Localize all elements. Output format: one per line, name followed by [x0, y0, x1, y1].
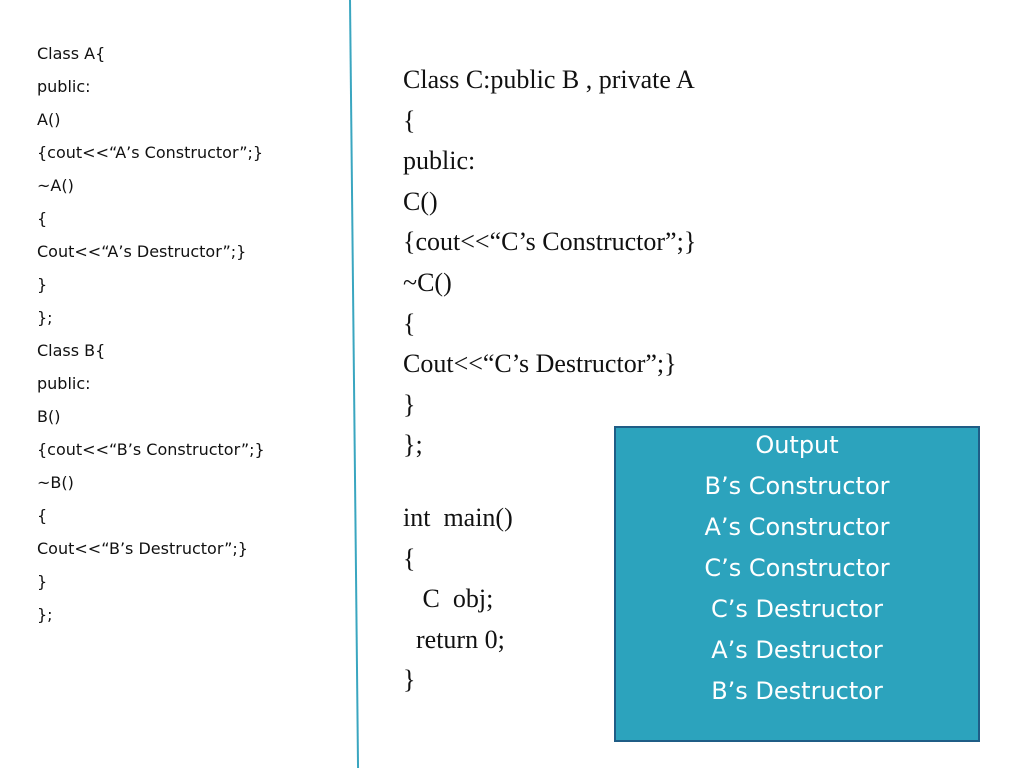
code-line: Cout<<“C’s Destructor”;}: [403, 349, 677, 379]
code-line: ~C(): [403, 267, 452, 297]
code-line: ~A(): [37, 176, 74, 195]
code-line: Class B{: [37, 341, 106, 360]
code-line: C obj;: [403, 584, 494, 614]
code-line: }: [403, 665, 416, 695]
class-c-main-code: Class C:public B , private A { public: C…: [403, 60, 823, 701]
code-line: {cout<<“C’s Constructor”;}: [403, 227, 697, 257]
code-line: Cout<<“B’s Destructor”;}: [37, 539, 248, 558]
code-line: int main(): [403, 502, 513, 532]
code-line: {: [403, 105, 416, 135]
code-line: B(): [37, 407, 61, 426]
class-a-b-code: Class A{ public: A() {cout<<“A’s Constru…: [37, 42, 337, 636]
code-line: {cout<<“B’s Constructor”;}: [37, 440, 265, 459]
code-line: public:: [37, 77, 91, 96]
code-line: Class A{: [37, 44, 106, 63]
code-line: {: [403, 543, 416, 573]
code-line: {cout<<“A’s Constructor”;}: [37, 143, 264, 162]
code-line: return 0;: [403, 624, 505, 654]
output-box: Output B’s Constructor A’s Constructor C…: [614, 426, 980, 742]
output-title: Output: [755, 431, 839, 459]
code-line: };: [403, 430, 423, 460]
code-line: }: [37, 275, 48, 294]
output-line: B’s Constructor: [704, 472, 890, 500]
code-line: }: [403, 389, 416, 419]
code-line: Cout<<“A’s Destructor”;}: [37, 242, 247, 261]
output-line: C’s Destructor: [711, 595, 883, 623]
code-line: C(): [403, 186, 438, 216]
code-line: public:: [403, 146, 476, 176]
output-line: B’s Destructor: [711, 677, 883, 705]
code-line: };: [37, 308, 53, 327]
code-line: {: [403, 308, 416, 338]
code-line: {: [37, 506, 48, 525]
output-line: C’s Constructor: [704, 554, 890, 582]
output-line: A’s Constructor: [704, 513, 890, 541]
code-line: public:: [37, 374, 91, 393]
code-line: ~B(): [37, 473, 74, 492]
code-line: };: [37, 605, 53, 624]
output-line: A’s Destructor: [711, 636, 883, 664]
code-line: Class C:public B , private A: [403, 65, 695, 94]
column-divider: [349, 0, 360, 768]
code-line: {: [37, 209, 48, 228]
code-line: }: [37, 572, 48, 591]
code-line: A(): [37, 110, 61, 129]
